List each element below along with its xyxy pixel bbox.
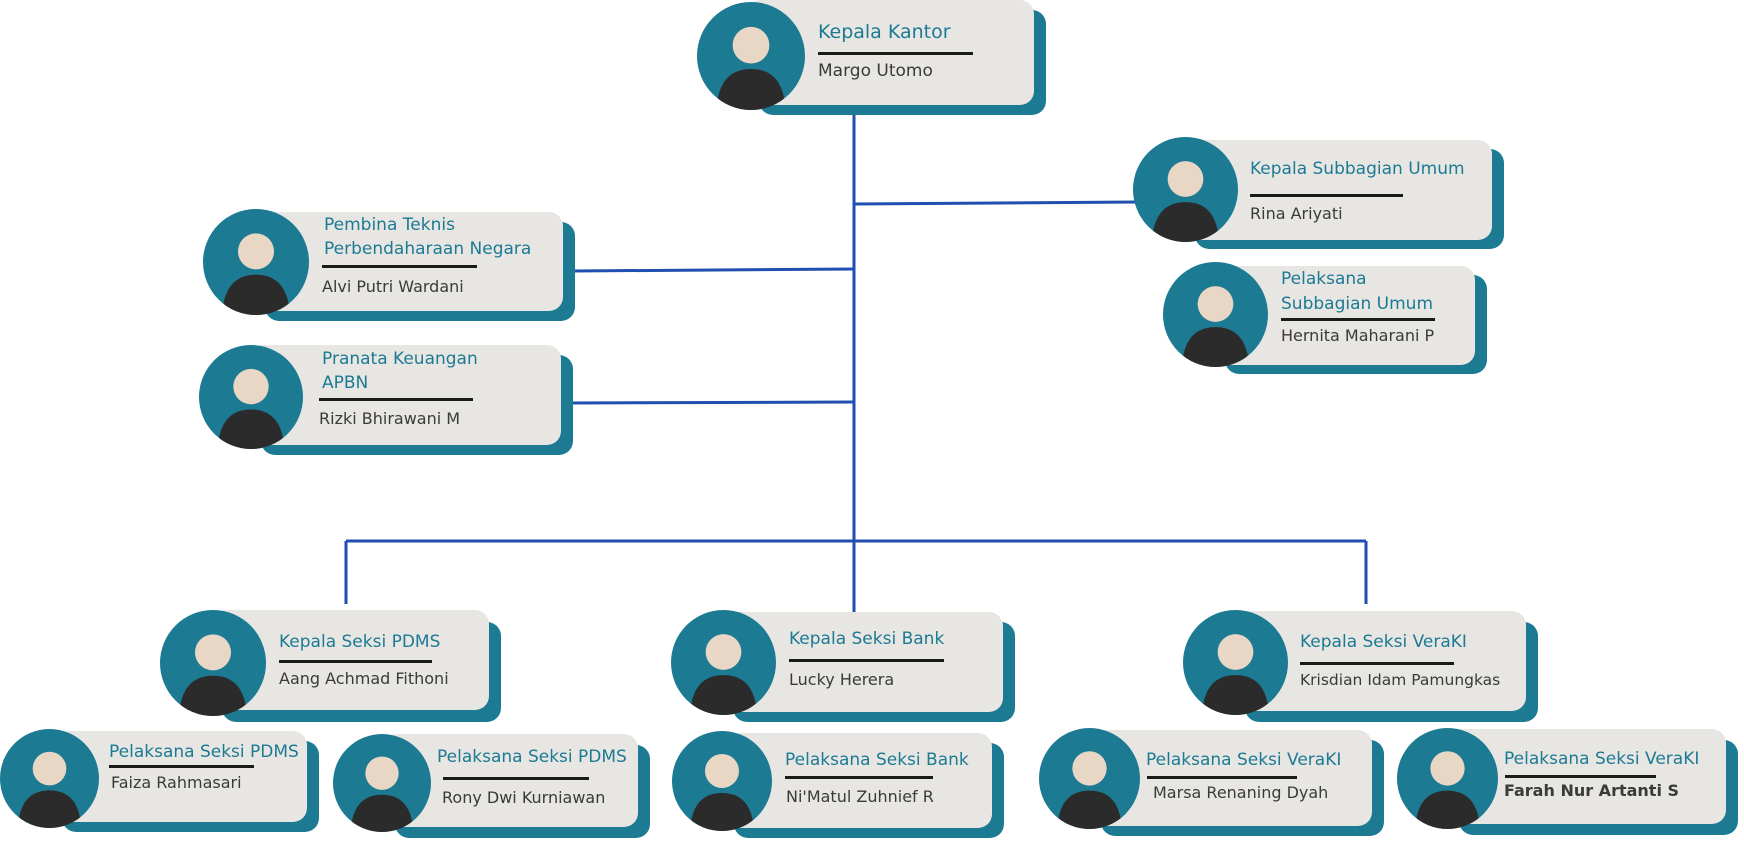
title-underline bbox=[319, 398, 473, 401]
role-title: Pelaksana Seksi VeraKI bbox=[1504, 749, 1700, 769]
role-title-line2: Perbendaharaan Negara bbox=[324, 239, 532, 259]
avatar-photo bbox=[672, 731, 772, 831]
person-name: Krisdian Idam Pamungkas bbox=[1300, 671, 1501, 689]
person-silhouette-icon bbox=[17, 751, 82, 828]
person-silhouette-icon bbox=[690, 754, 754, 831]
avatar-photo bbox=[160, 610, 266, 716]
role-title: Kepala Seksi VeraKI bbox=[1300, 632, 1467, 652]
avatar-photo bbox=[203, 209, 309, 315]
role-title: Kepala Subbagian Umum bbox=[1250, 159, 1465, 179]
title-underline bbox=[322, 265, 477, 268]
person-silhouette-icon bbox=[1181, 286, 1250, 367]
person-name: Hernita Maharani P bbox=[1281, 326, 1435, 345]
person-name: Lucky Herera bbox=[789, 670, 895, 689]
title-underline bbox=[109, 765, 254, 768]
title-underline bbox=[789, 659, 944, 662]
role-title: Kepala Seksi Bank bbox=[789, 629, 945, 649]
person-name: Aang Achmad Fithoni bbox=[279, 669, 449, 688]
person-silhouette-icon bbox=[217, 368, 285, 449]
avatar-photo bbox=[697, 2, 805, 110]
person-silhouette-icon bbox=[689, 634, 758, 715]
person-silhouette-icon bbox=[1151, 161, 1220, 242]
person-silhouette-icon bbox=[1201, 634, 1270, 715]
title-underline bbox=[1147, 776, 1297, 779]
avatar-photo bbox=[0, 729, 99, 828]
person-name: Rony Dwi Kurniawan bbox=[442, 788, 606, 807]
person-name: Rina Ariyati bbox=[1250, 204, 1343, 223]
connector-subbagian-umum bbox=[853, 200, 1139, 206]
role-title-line1: Pelaksana bbox=[1281, 269, 1367, 289]
person-silhouette-icon bbox=[179, 634, 247, 716]
person-name: Rizki Bhirawani M bbox=[319, 409, 461, 428]
person-silhouette-icon bbox=[716, 26, 786, 110]
person-silhouette-icon bbox=[350, 756, 414, 832]
role-title: Pelaksana Seksi PDMS bbox=[109, 742, 299, 762]
avatar-photo bbox=[199, 345, 303, 449]
person-name: Farah Nur Artanti S bbox=[1504, 781, 1680, 800]
title-underline bbox=[1300, 662, 1454, 665]
role-title-line1: Pranata Keuangan bbox=[322, 349, 478, 369]
person-name: Marsa Renaning Dyah bbox=[1153, 783, 1329, 802]
role-title-line2: Subbagian Umum bbox=[1281, 294, 1434, 314]
role-title: Pelaksana Seksi Bank bbox=[785, 750, 969, 770]
avatar-photo bbox=[1163, 262, 1268, 367]
person-name: Alvi Putri Wardani bbox=[322, 277, 464, 296]
role-title: Pelaksana Seksi PDMS bbox=[437, 747, 627, 767]
connector-pranata-keuangan bbox=[571, 400, 855, 405]
title-underline bbox=[1250, 194, 1403, 197]
avatar-photo bbox=[1133, 137, 1238, 242]
title-underline bbox=[1281, 318, 1435, 321]
role-title: Kepala Seksi PDMS bbox=[279, 632, 441, 652]
title-underline bbox=[818, 52, 973, 55]
person-name: Margo Utomo bbox=[818, 61, 933, 81]
avatar-photo bbox=[333, 734, 431, 832]
avatar-photo bbox=[1039, 728, 1140, 829]
role-title-line1: Pembina Teknis bbox=[324, 215, 455, 235]
person-silhouette-icon bbox=[1415, 751, 1480, 829]
title-underline bbox=[1505, 775, 1656, 778]
title-underline bbox=[279, 660, 432, 663]
title-underline bbox=[443, 777, 589, 780]
avatar-photo bbox=[671, 610, 776, 715]
person-name: Ni'Matul Zuhnief R bbox=[786, 787, 934, 806]
person-silhouette-icon bbox=[1057, 751, 1122, 829]
person-silhouette-icon bbox=[222, 233, 290, 315]
role-title: Pelaksana Seksi VeraKI bbox=[1146, 750, 1342, 770]
avatar-photo bbox=[1183, 610, 1288, 715]
avatar-photo bbox=[1397, 728, 1498, 829]
connector-pembina-teknis bbox=[573, 267, 855, 273]
title-underline bbox=[785, 776, 933, 779]
person-name: Faiza Rahmasari bbox=[111, 773, 242, 792]
role-title-line2: APBN bbox=[322, 373, 369, 393]
role-title: Kepala Kantor bbox=[818, 21, 951, 43]
